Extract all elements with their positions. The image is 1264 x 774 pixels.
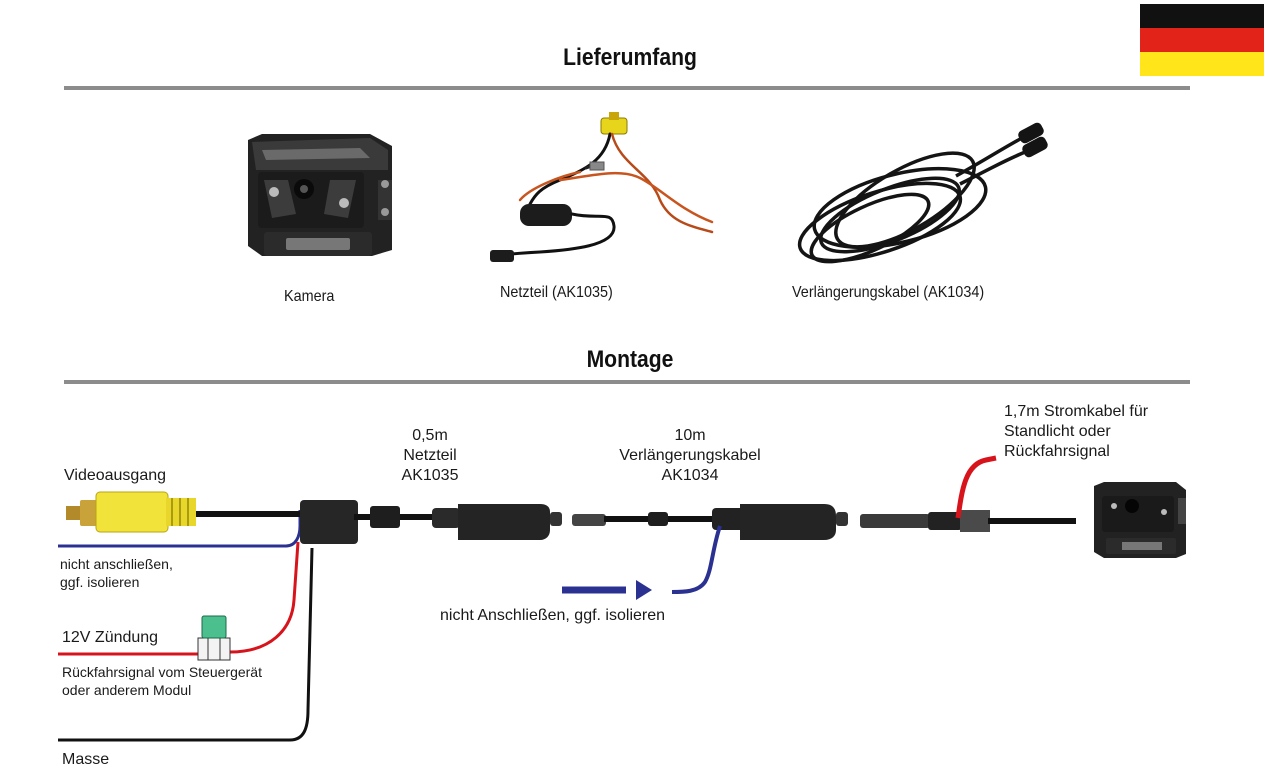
red-wire-to-adapter [229, 541, 300, 654]
extension-connector [740, 504, 836, 540]
rca-plug-icon [66, 491, 196, 533]
red-power-cable [955, 455, 997, 519]
camera-icon [248, 134, 392, 256]
label-ignition: 12V Zündung [62, 629, 159, 646]
flag-stripe-red [1140, 28, 1264, 52]
camera-cable [988, 518, 1076, 524]
fuse-icon [197, 615, 231, 661]
divider-mounting [64, 380, 1190, 384]
label-extension-code: AK1034 [661, 467, 719, 484]
label-video-out: Videoausgang [64, 467, 167, 484]
extension-cable-icon [797, 122, 1048, 264]
label-power-2: Standlicht oder [1004, 423, 1111, 440]
label-middle-note: nicht Anschließen, ggf. isolieren [440, 607, 666, 624]
camera-plug [860, 514, 930, 528]
power-adapter-icon [490, 112, 714, 262]
arrow-icon [636, 580, 652, 600]
flag-stripe-black [1140, 4, 1264, 28]
heading-mounting: Montage [586, 346, 674, 373]
label-extension-name: Verlängerungskabel [619, 447, 761, 464]
extension-plug-left [572, 514, 606, 526]
label-reverse-1: Rückfahrsignal vom Steuergerät [62, 664, 262, 680]
label-extension-length: 10m [674, 427, 706, 444]
label-not-connect-2: ggf. isolieren [60, 574, 140, 590]
label-adapter-name: Netzteil [403, 447, 457, 464]
adapter-connector [458, 504, 550, 540]
heading-delivery: Lieferumfang [563, 44, 697, 71]
adapter-box [300, 500, 358, 544]
label-adapter-code: AK1035 [401, 467, 459, 484]
divider-delivery [64, 86, 1190, 90]
caption-power-adapter: Netzteil (AK1035) [500, 284, 613, 301]
label-reverse-2: oder anderem Modul [62, 682, 192, 698]
black-wire-ground [58, 547, 314, 742]
caption-extension-cable: Verlängerungskabel (AK1034) [792, 284, 985, 301]
camera-small-icon [1094, 482, 1186, 558]
label-power-1: 1,7m Stromkabel für [1004, 403, 1149, 420]
caption-camera: Kamera [284, 288, 335, 305]
label-adapter-length: 0,5m [412, 427, 448, 444]
blue-wire-branch [671, 525, 722, 594]
label-not-connect-1: nicht anschließen, [60, 556, 173, 572]
label-power-3: Rückfahrsignal [1004, 443, 1110, 460]
label-ground: Masse [62, 751, 110, 768]
flag-stripe-gold [1140, 52, 1264, 76]
german-flag-icon [1140, 4, 1264, 76]
